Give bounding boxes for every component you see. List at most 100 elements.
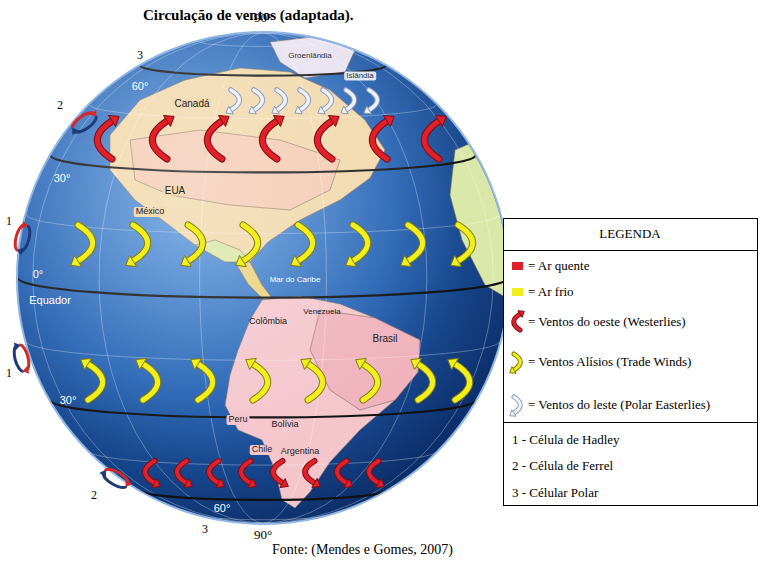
arrow-body: [241, 461, 250, 483]
arrow-body: [298, 225, 313, 261]
arrow-outline: [514, 354, 520, 370]
legend-swatch: [512, 288, 523, 296]
wind-arrow: [191, 358, 213, 400]
wind-arrow: [241, 461, 256, 487]
arrow-head: [451, 255, 462, 266]
map-label: Groenlândia: [288, 52, 332, 61]
arrow-outline: [298, 225, 313, 261]
globe-surface: [18, 33, 510, 523]
arrow-outline: [424, 121, 439, 159]
map-label: Peru: [226, 415, 249, 425]
arrow-outline: [143, 364, 158, 400]
wind-arrow: [341, 90, 355, 114]
arrow-outline: [78, 225, 93, 261]
wind-arrow: [295, 90, 309, 114]
cell-number: 2: [57, 99, 63, 112]
arrow-outline: [97, 121, 112, 159]
legend-heading: LEGENDA: [599, 227, 660, 241]
wind-arrow: [337, 461, 352, 487]
arrow-body: [254, 90, 262, 110]
arrow-outline: [514, 314, 520, 330]
arrow-head: [435, 116, 446, 127]
legend-divider: [504, 250, 758, 251]
arrow-body: [346, 90, 354, 110]
legend-divider: [504, 422, 758, 423]
latitude-label: 60°: [214, 502, 231, 514]
arrow-outline: [133, 225, 148, 261]
arrow-body: [133, 225, 148, 261]
legend-frame: [504, 219, 758, 506]
arrow-outline: [177, 461, 186, 483]
map-label: Colômbia: [249, 317, 287, 327]
arrow-outline: [188, 225, 203, 261]
cold-branch: [74, 116, 98, 135]
source-caption: Fonte: (Mendes e Gomes, 2007): [272, 542, 453, 558]
wind-arrow: [145, 461, 160, 487]
legend-text: = Ventos do oeste (Westerlies): [528, 314, 686, 330]
wind-arrow: [249, 90, 263, 114]
wind-arrow: [236, 225, 258, 267]
arrow-head: [346, 255, 357, 266]
arrow-head: [312, 479, 320, 488]
arrow-body: [369, 461, 378, 483]
map-label: Venezuela: [303, 308, 340, 317]
arrow-outline: [300, 90, 308, 110]
arrow-outline: [363, 364, 378, 400]
arrow-body: [514, 354, 520, 370]
arrow-head: [301, 358, 312, 369]
arrow-head: [249, 106, 256, 114]
arrow-head: [163, 116, 174, 127]
wind-arrow: [317, 116, 339, 159]
legend-text: 3 - Célular Polar: [512, 485, 598, 501]
arrow-body: [337, 461, 346, 483]
arrow-body: [408, 225, 423, 261]
cold-head: [14, 341, 22, 350]
arrow-head: [448, 358, 459, 369]
map-label: Chile: [250, 445, 275, 455]
arrow-body: [78, 225, 93, 261]
legend-text: = Ar quente: [528, 258, 589, 274]
wind-arrow: [356, 358, 378, 400]
arrow-body: [323, 90, 331, 110]
wind-arrow: [291, 225, 313, 267]
wind-arrow: [71, 225, 93, 267]
arrow-outline: [273, 461, 282, 483]
latitude-label: 30°: [54, 172, 71, 184]
arrow-outline: [308, 364, 323, 400]
arrow-body: [243, 225, 258, 261]
arrow-head: [280, 479, 288, 488]
arrow-head: [248, 479, 256, 488]
arrow-outline: [346, 90, 354, 110]
latitude-label: 0°: [33, 268, 44, 280]
arrow-outline: [372, 121, 387, 159]
wind-arrows: [71, 90, 473, 487]
arrow-body: [262, 121, 277, 159]
warm-head: [90, 110, 100, 120]
arrow-body: [514, 314, 520, 330]
arrow-outline: [353, 225, 368, 261]
arrow-head: [376, 479, 384, 488]
arrow-body: [369, 90, 377, 110]
wind-arrow: [401, 225, 423, 267]
pole-label: 90°: [254, 11, 272, 25]
arrow-outline: [323, 90, 331, 110]
arrow-head: [126, 255, 137, 266]
wind-arrow: [207, 116, 229, 159]
arrow-outline: [337, 461, 346, 483]
wind-arrow: [372, 116, 394, 159]
map-label: Argentina: [279, 447, 322, 457]
cell-loop: [11, 340, 32, 376]
arrow-body: [231, 90, 239, 110]
arrow-outline: [207, 121, 222, 159]
equator-label: Equador: [29, 294, 71, 306]
arrow-outline: [514, 397, 520, 413]
wind-arrow: [305, 461, 320, 487]
arrow-body: [97, 121, 112, 159]
arrow-body: [143, 364, 158, 400]
wind-arrow: [451, 225, 473, 267]
wind-arrow: [181, 225, 203, 267]
legend-text: = Ar frio: [528, 284, 574, 300]
latitude-label: 60°: [132, 80, 149, 92]
wind-arrow: [510, 397, 521, 416]
cell-loop: [12, 220, 33, 256]
